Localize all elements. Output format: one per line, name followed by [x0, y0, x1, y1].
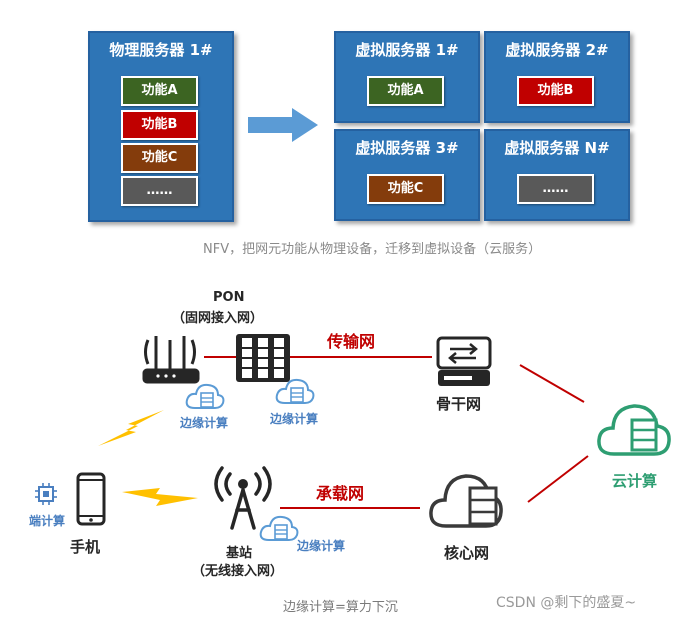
function-more-block: ……: [121, 176, 198, 206]
chip-icon: [35, 483, 57, 505]
lightning-icon-2: [122, 488, 198, 506]
migration-arrow: [248, 108, 318, 142]
core-cloud-icon: [429, 474, 503, 528]
edge-label-2: 边缘计算: [270, 412, 319, 426]
pon-title: PON: [213, 290, 245, 305]
virtual-function-c-block: 功能C: [367, 174, 444, 204]
physical-server-box: 物理服务器 1# 功能A 功能B 功能C ……: [88, 31, 234, 222]
lightning-icon-1: [98, 410, 164, 446]
backbone-switch-icon: [436, 336, 492, 386]
csdn-watermark: CSDN @剩下的盛夏~: [496, 595, 637, 611]
nfv-caption: NFV，把网元功能从物理设备，迁移到虚拟设备（云服务）: [203, 242, 542, 257]
edge-cloud-icon-2: [275, 378, 315, 404]
edge-label-1: 边缘计算: [180, 416, 229, 430]
edge-caption: 边缘计算=算力下沉: [283, 600, 398, 615]
virtual-server-2-title: 虚拟服务器 2#: [505, 41, 609, 59]
server-rack-icon: [236, 334, 290, 382]
virtual-server-3-box: 虚拟服务器 3# 功能C: [334, 129, 480, 221]
function-a-block: 功能A: [121, 76, 198, 106]
function-c-block: 功能C: [121, 143, 198, 173]
virtual-server-1-title: 虚拟服务器 1#: [355, 41, 459, 59]
edge-label-3: 边缘计算: [297, 539, 346, 553]
terminal-computing-label: 端计算: [29, 514, 66, 528]
core-net-label: 核心网: [444, 544, 490, 562]
bearer-net-label: 承载网: [316, 484, 365, 503]
antenna-tower-icon: [214, 466, 272, 530]
edge-cloud-icon-1: [185, 383, 225, 409]
virtual-server-3-title: 虚拟服务器 3#: [355, 139, 459, 157]
cloud-computing-label: 云计算: [612, 472, 658, 490]
backbone-label: 骨干网: [436, 395, 482, 413]
cloud-computing-icon: [597, 404, 671, 456]
pon-subtitle: （固网接入网）: [172, 311, 264, 326]
virtual-function-a-block: 功能A: [367, 76, 444, 106]
virtual-server-n-title: 虚拟服务器 N#: [504, 139, 610, 157]
function-b-block: 功能B: [121, 110, 198, 140]
virtual-function-b-block: 功能B: [517, 76, 594, 106]
virtual-server-1-box: 虚拟服务器 1# 功能A: [334, 31, 480, 123]
transmission-net-label: 传输网: [327, 332, 376, 351]
physical-server-title: 物理服务器 1#: [109, 41, 213, 59]
base-station-label: 基站: [226, 546, 253, 561]
virtual-function-more-block: ……: [517, 174, 594, 204]
router-icon: [142, 336, 200, 384]
base-station-subtitle: （无线接入网）: [192, 564, 284, 579]
phone-label: 手机: [70, 538, 101, 556]
virtual-server-2-box: 虚拟服务器 2# 功能B: [484, 31, 630, 123]
edge-cloud-icon-3: [259, 515, 299, 541]
virtual-server-n-box: 虚拟服务器 N# ……: [484, 129, 630, 221]
phone-icon: [76, 472, 106, 526]
